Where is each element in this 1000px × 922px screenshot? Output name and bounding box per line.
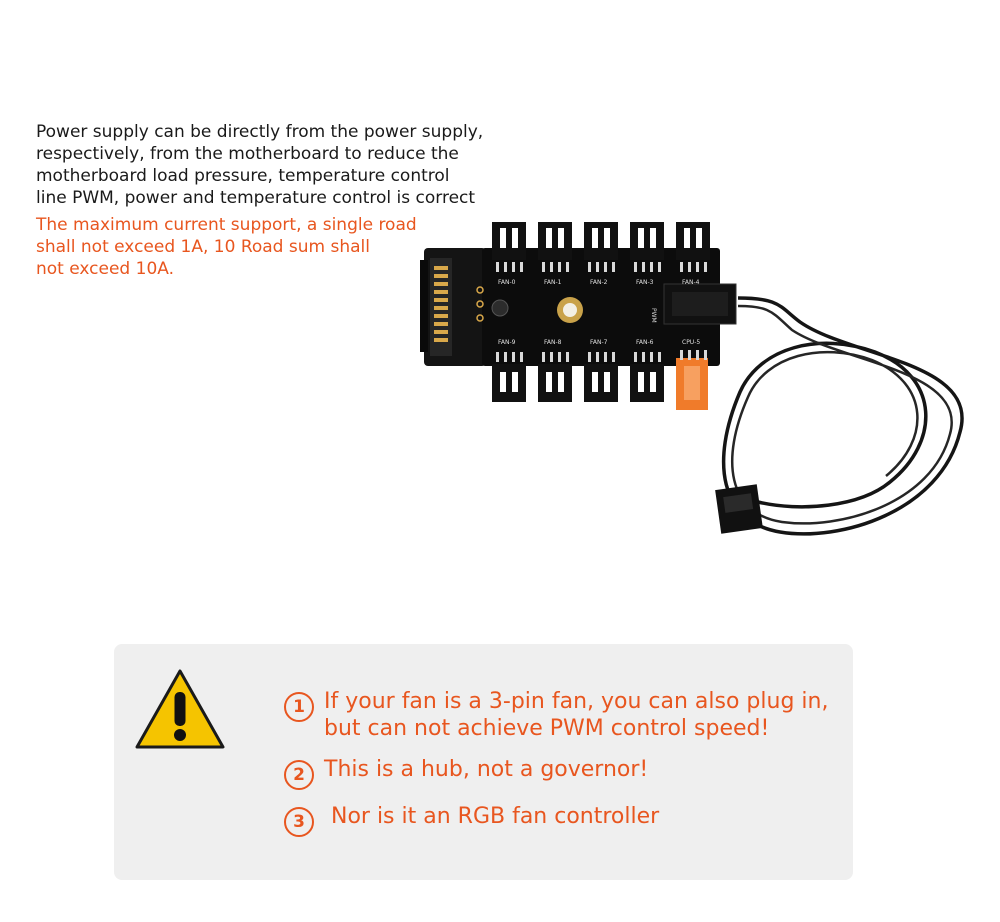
description-line: line PWM, power and temperature control … xyxy=(36,188,476,208)
fan-label-4: FAN-4 xyxy=(682,279,700,286)
notice-panel: 1 If your fan is a 3-pin fan, you can al… xyxy=(114,644,853,880)
notice-list: 1 If your fan is a 3-pin fan, you can al… xyxy=(284,688,844,837)
pwm-cable xyxy=(721,296,964,536)
fan-label-0: FAN-0 xyxy=(498,279,516,286)
pwm-side-label: PWM xyxy=(650,308,657,323)
fan-label-2: FAN-2 xyxy=(590,279,608,286)
fan-header-4 xyxy=(676,222,710,260)
fan-header-3 xyxy=(630,222,664,260)
description-line: motherboard load pressure, temperature c… xyxy=(36,166,450,186)
warning-icon xyxy=(135,669,225,749)
notice-item-line: but can not achieve PWM control speed! xyxy=(324,716,770,741)
notice-item-line: If your fan is a 3-pin fan, you can also… xyxy=(324,689,829,714)
current-warning-line: The maximum current support, a single ro… xyxy=(36,215,417,235)
fan-header-9 xyxy=(492,364,526,402)
fan-label-6: FAN-6 xyxy=(636,339,654,346)
notice-number-badge: 3 xyxy=(284,807,314,837)
fan-header-7 xyxy=(584,364,618,402)
description-text: Power supply can be directly from the po… xyxy=(36,121,506,209)
notice-item-line: This is a hub, not a governor! xyxy=(324,757,649,782)
current-warning-text: The maximum current support, a single ro… xyxy=(36,214,436,280)
fan-label-3: FAN-3 xyxy=(636,279,654,286)
pwm-cable-2 xyxy=(730,304,953,525)
capacitor xyxy=(491,299,509,317)
bottom-fan-headers xyxy=(492,350,708,410)
fan-label-7: FAN-7 xyxy=(590,339,608,346)
fan-hub-product-image: PWM xyxy=(420,222,964,536)
notice-item: 3 Nor is it an RGB fan controller xyxy=(284,803,844,837)
notice-item: 1 If your fan is a 3-pin fan, you can al… xyxy=(284,688,844,742)
fan-plug-connector xyxy=(715,484,763,534)
cpu-fan-label: CPU-5 xyxy=(682,339,700,346)
fan-header-1 xyxy=(538,222,572,260)
notice-item: 2 This is a hub, not a governor! xyxy=(284,756,844,790)
top-fan-headers xyxy=(492,222,710,272)
fan-label-8: FAN-8 xyxy=(544,339,562,346)
fan-header-2 xyxy=(584,222,618,260)
sata-power-connector xyxy=(420,248,486,366)
current-warning-line: shall not exceed 1A, 10 Road sum shall xyxy=(36,237,370,257)
description-line: Power supply can be directly from the po… xyxy=(36,122,484,142)
notice-number-badge: 2 xyxy=(284,760,314,790)
fan-header-8 xyxy=(538,364,572,402)
notice-item-line: Nor is it an RGB fan controller xyxy=(324,804,660,829)
cpu-fan-header xyxy=(676,350,708,410)
fan-label-9: FAN-9 xyxy=(498,339,516,346)
fan-header-0 xyxy=(492,222,526,260)
current-warning-line: not exceed 10A. xyxy=(36,259,174,279)
notice-number-badge: 1 xyxy=(284,692,314,722)
hub-pcb xyxy=(482,248,720,366)
fan-header-6 xyxy=(630,364,664,402)
description-line: respectively, from the motherboard to re… xyxy=(36,144,459,164)
fan-label-1: FAN-1 xyxy=(544,279,562,286)
